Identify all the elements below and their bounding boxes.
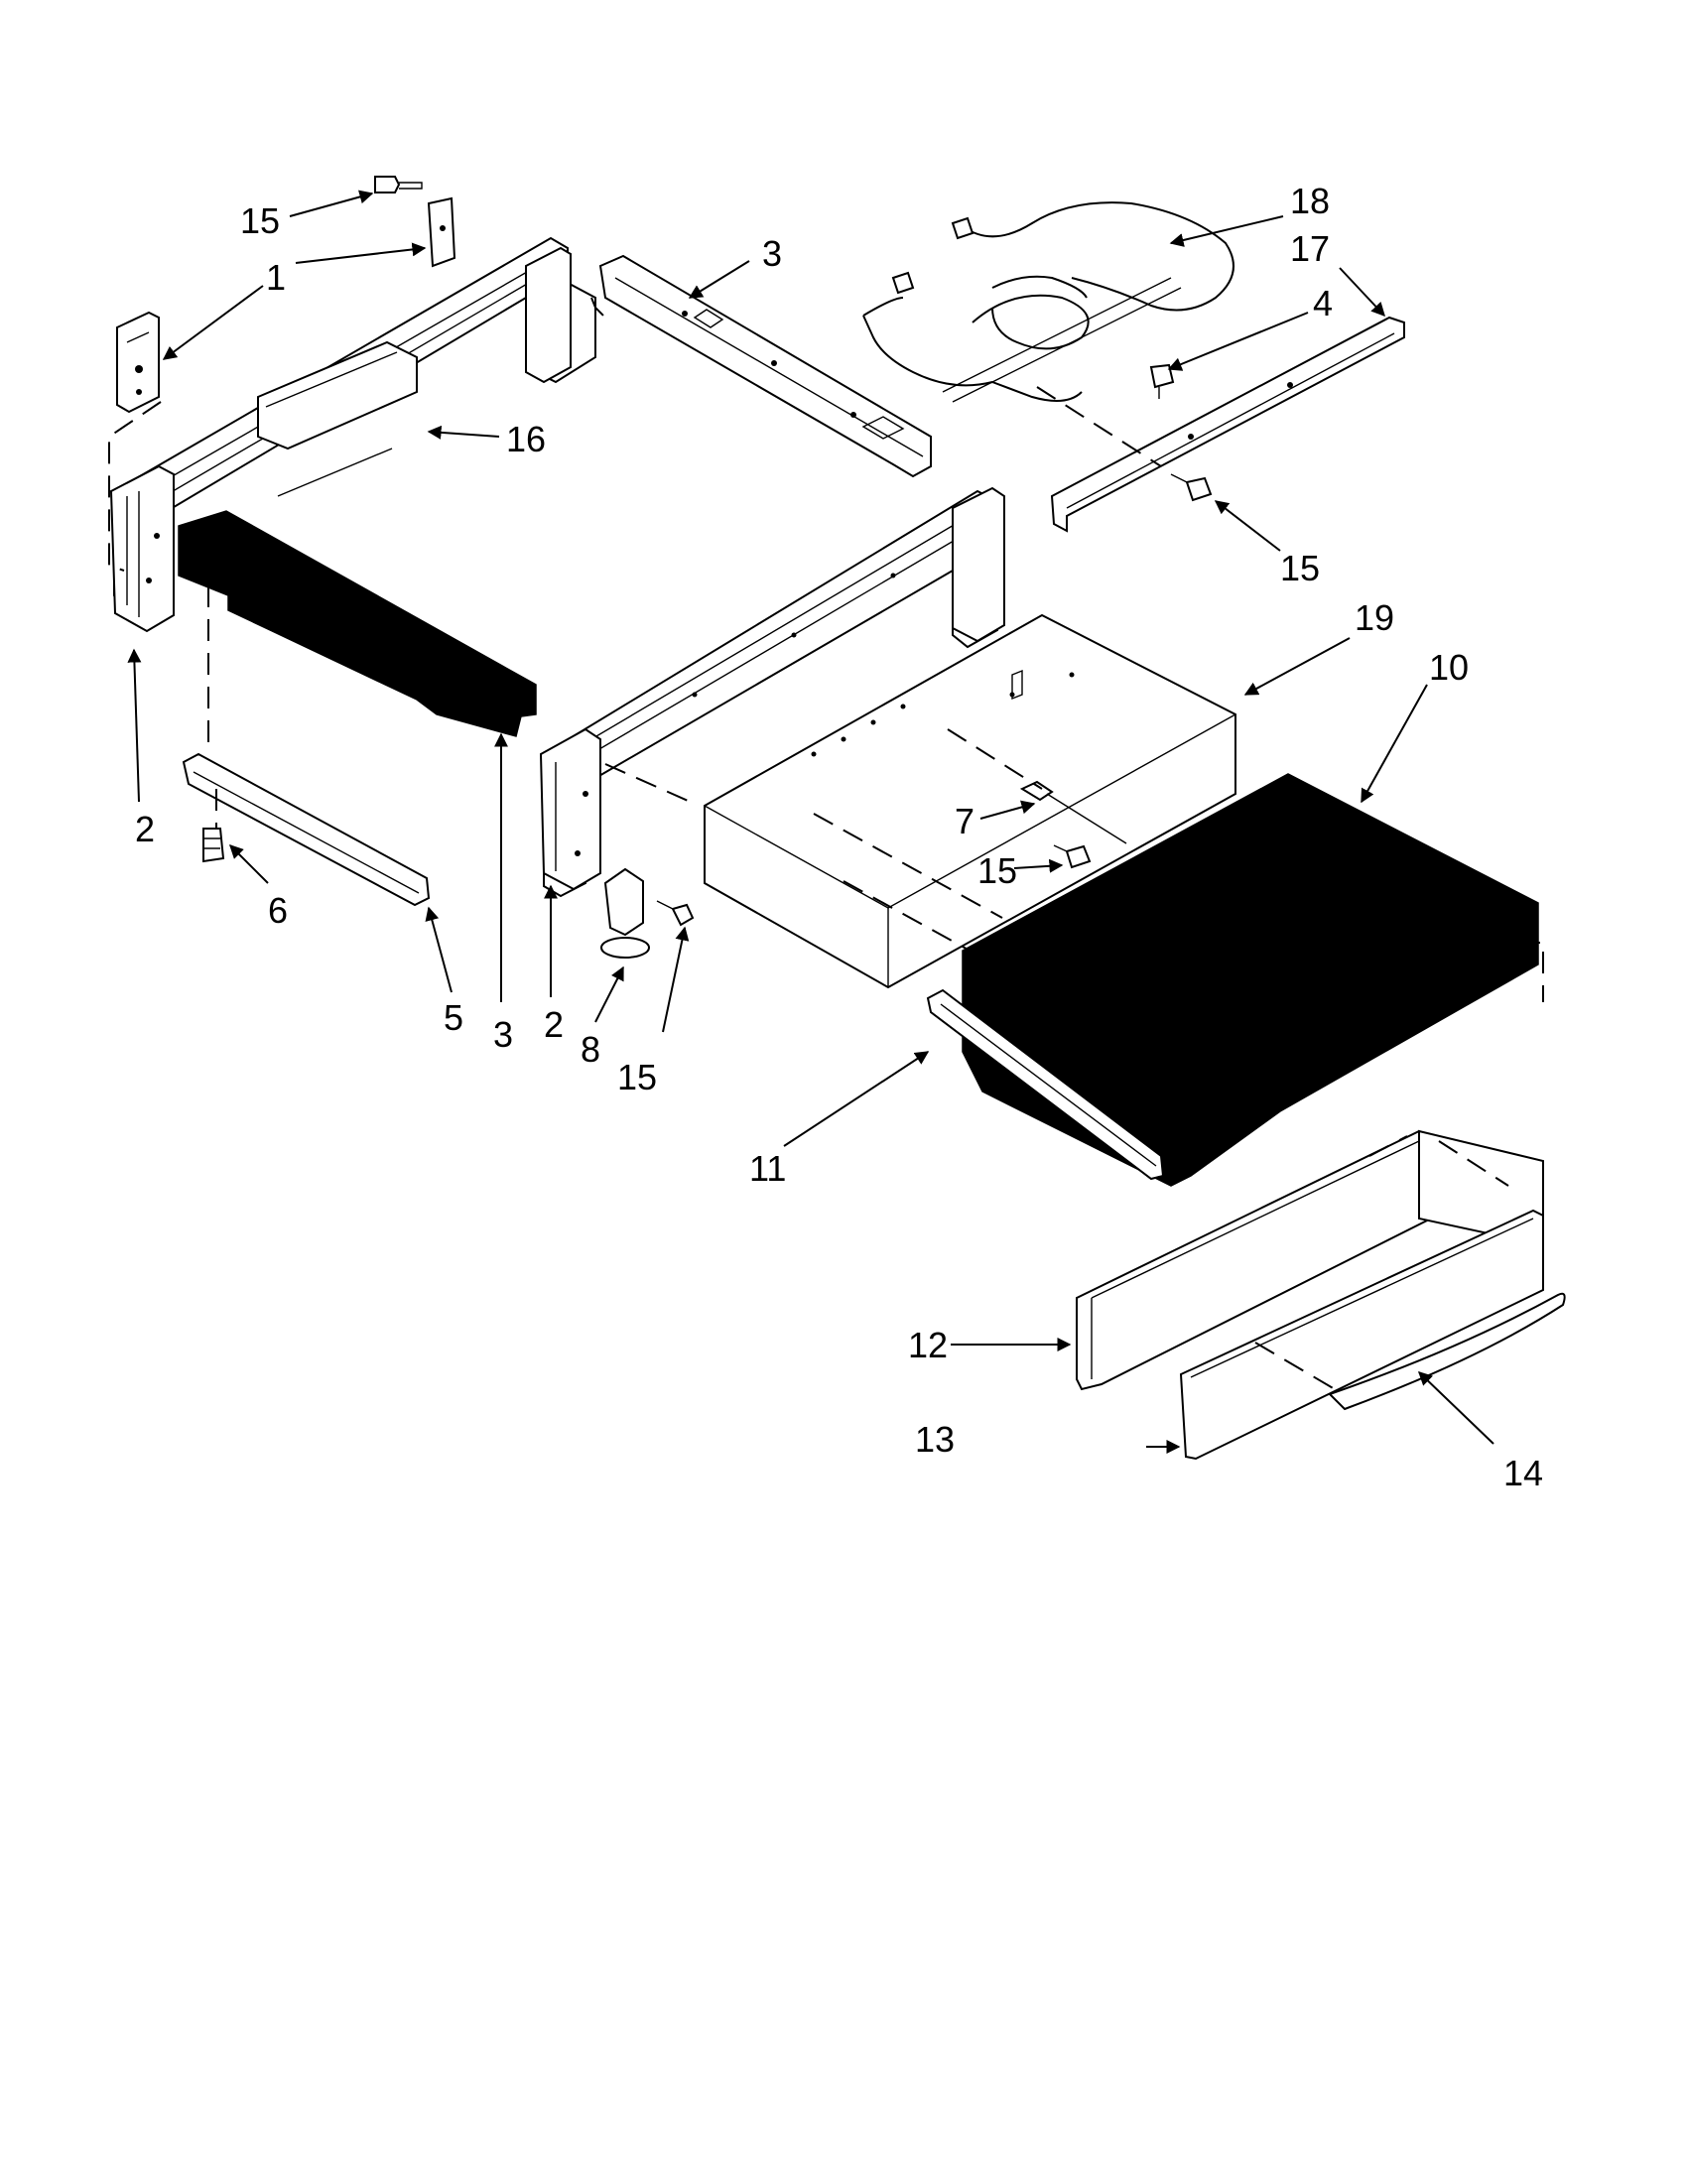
top-frame-assembly — [109, 236, 596, 633]
alignment-lines — [108, 297, 1544, 1390]
callout-13: 13 — [915, 1419, 955, 1460]
callout-3-front: 3 — [493, 1014, 513, 1055]
callout-10: 10 — [1429, 647, 1469, 688]
drawer-box-19 — [704, 613, 1236, 989]
callout-18: 18 — [1290, 181, 1330, 221]
screw-top-left — [374, 176, 423, 193]
callout-11: 11 — [749, 1148, 786, 1189]
screw-4 — [1149, 363, 1175, 399]
drawer-liner-10 — [962, 773, 1539, 1187]
callout-15-drawer: 15 — [977, 850, 1017, 891]
drawer-handle-14 — [1328, 1292, 1566, 1411]
callout-6: 6 — [268, 890, 288, 931]
left-end-bracket — [116, 311, 160, 414]
rear-bracket-17 — [1050, 316, 1405, 533]
callout-labels: 15 1 3 16 18 17 4 15 19 10 2 6 5 3 2 8 1… — [135, 181, 1543, 1493]
callout-2-left: 2 — [135, 809, 155, 849]
callout-15-top-left: 15 — [240, 200, 280, 241]
callout-4: 4 — [1313, 283, 1333, 323]
callout-7: 7 — [955, 801, 974, 841]
inner-bracket-16 — [257, 340, 418, 497]
callout-19: 19 — [1355, 597, 1394, 638]
screw-15-right — [1170, 473, 1213, 502]
callout-1: 1 — [266, 257, 286, 298]
drawer-front-13 — [1179, 1209, 1544, 1461]
leveling-foot-6 — [202, 828, 225, 863]
drawer-sensor-7 — [1019, 780, 1127, 844]
drawer-slide-11 — [926, 988, 1165, 1181]
leveling-leg-8 — [600, 867, 650, 959]
callout-15-bottom: 15 — [617, 1057, 657, 1097]
callout-leaders — [127, 190, 1494, 1454]
callout-2-right: 2 — [544, 1004, 564, 1045]
callout-3-rear: 3 — [762, 233, 782, 274]
callout-15-right: 15 — [1280, 548, 1320, 588]
right-side-rail — [539, 486, 1005, 898]
small-bracket — [427, 196, 456, 268]
screw-15-drawer — [1053, 844, 1092, 869]
callout-17: 17 — [1290, 228, 1330, 269]
screw-leg — [656, 900, 695, 927]
callout-8: 8 — [581, 1029, 600, 1070]
callout-12: 12 — [908, 1325, 948, 1365]
rear-crossmember — [598, 254, 932, 478]
callout-16: 16 — [506, 419, 546, 459]
callout-14: 14 — [1503, 1453, 1543, 1493]
callout-5: 5 — [444, 997, 463, 1038]
front-rail-5 — [182, 752, 431, 907]
front-black-panel — [178, 510, 537, 737]
heating-element-18 — [862, 201, 1234, 403]
